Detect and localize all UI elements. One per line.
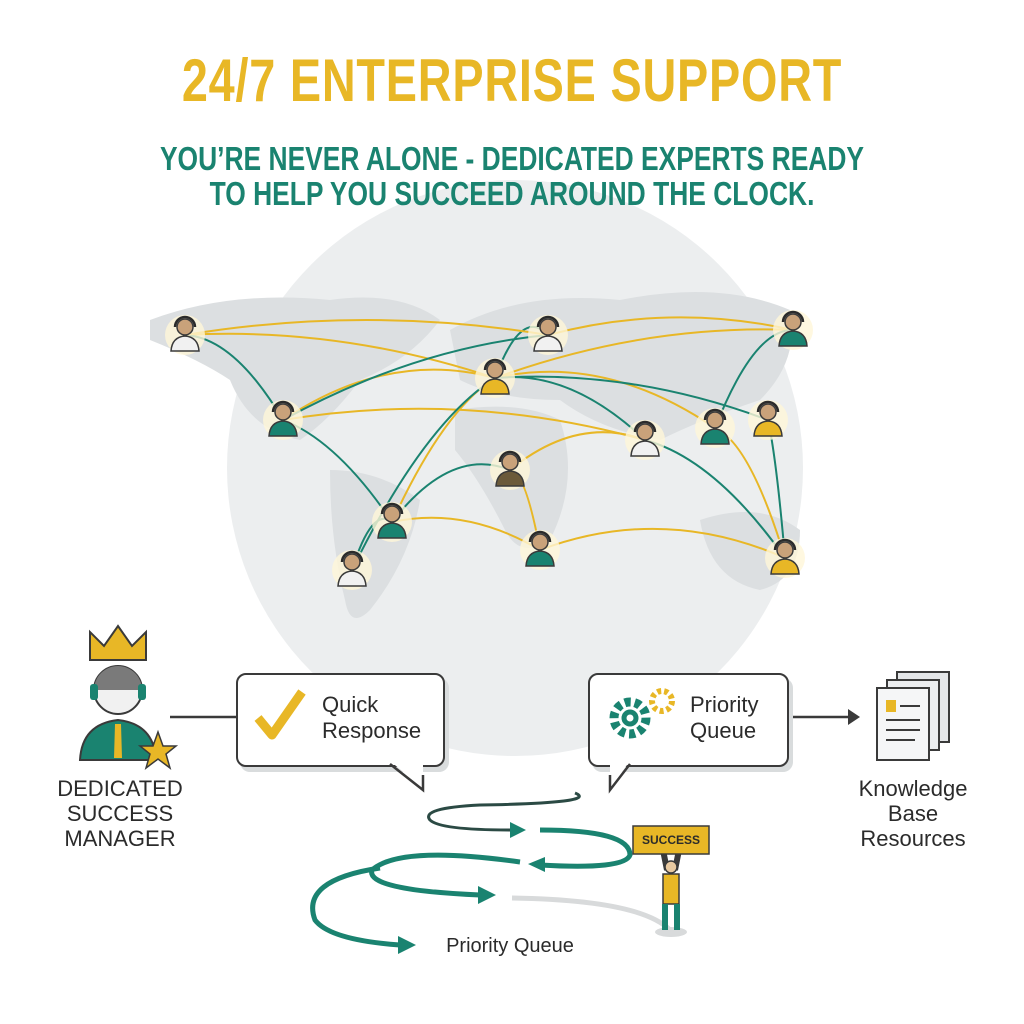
priority-queue-line-2: Queue	[690, 718, 757, 743]
connection-arc	[539, 527, 786, 559]
support-agent-icon	[773, 310, 813, 350]
subtitle-line-2: TO HELP YOU SUCCEED AROUND THE CLOCK.	[209, 175, 815, 212]
page-title: 24/7 ENTERPRISE SUPPORT	[181, 47, 843, 114]
support-agent-icon	[165, 315, 205, 355]
connection-arc	[184, 319, 549, 336]
connection-arc	[494, 328, 794, 379]
quick-response-bubble: Quick Response	[236, 673, 445, 767]
support-agent-icon	[765, 538, 805, 578]
quick-response-line-1: Quick	[322, 692, 379, 717]
arrow-head-icon	[848, 709, 860, 725]
connection-arc	[184, 332, 496, 379]
manager-avatar-icon	[78, 624, 179, 770]
flow-arrow-heads	[398, 822, 545, 954]
priority-queue-bottom-label: Priority Queue	[446, 935, 574, 957]
connection-arc	[351, 377, 496, 571]
manager-label-line: MANAGER	[64, 826, 176, 851]
manager-label-line: SUCCESS	[66, 801, 174, 826]
support-agent-icon	[475, 358, 515, 398]
success-sign-text: SUCCESS	[641, 833, 700, 847]
support-agent-icon	[263, 400, 303, 440]
flow-arrows	[310, 791, 633, 948]
knowledge-base-label: Knowledge Base Resources	[838, 776, 988, 851]
support-agent-icon	[490, 450, 530, 490]
success-figure-icon	[632, 825, 710, 937]
connection-arc	[282, 368, 496, 421]
priority-queue-bubble: Priority Queue	[588, 673, 789, 767]
support-agent-icon	[332, 550, 372, 590]
connection-arc	[494, 375, 769, 421]
agents	[165, 310, 813, 590]
support-agent-icon	[695, 408, 735, 448]
connection-arc	[494, 370, 716, 429]
subtitle-line-1: YOU’RE NEVER ALONE - DEDICATED EXPERTS R…	[159, 140, 865, 177]
quick-response-line-2: Response	[322, 718, 422, 743]
priority-queue-line-1: Priority	[690, 692, 759, 717]
manager-label: DEDICATED SUCCESS MANAGER	[40, 776, 200, 851]
connection-arc	[547, 316, 794, 336]
support-agent-icon	[372, 502, 412, 542]
documents-icon	[876, 671, 950, 761]
manager-label-line: DEDICATED	[57, 776, 183, 801]
support-agent-icon	[625, 420, 665, 460]
support-agent-icon	[748, 400, 788, 440]
support-agent-icon	[528, 315, 568, 355]
connection-arc	[282, 334, 549, 421]
support-agent-icon	[520, 530, 560, 570]
knowledge-label-line: Knowledge	[858, 776, 968, 801]
path-shadow	[511, 895, 672, 932]
connection-arc	[282, 407, 646, 441]
knowledge-label-line: Base	[887, 801, 939, 826]
knowledge-label-line: Resources	[860, 826, 966, 851]
